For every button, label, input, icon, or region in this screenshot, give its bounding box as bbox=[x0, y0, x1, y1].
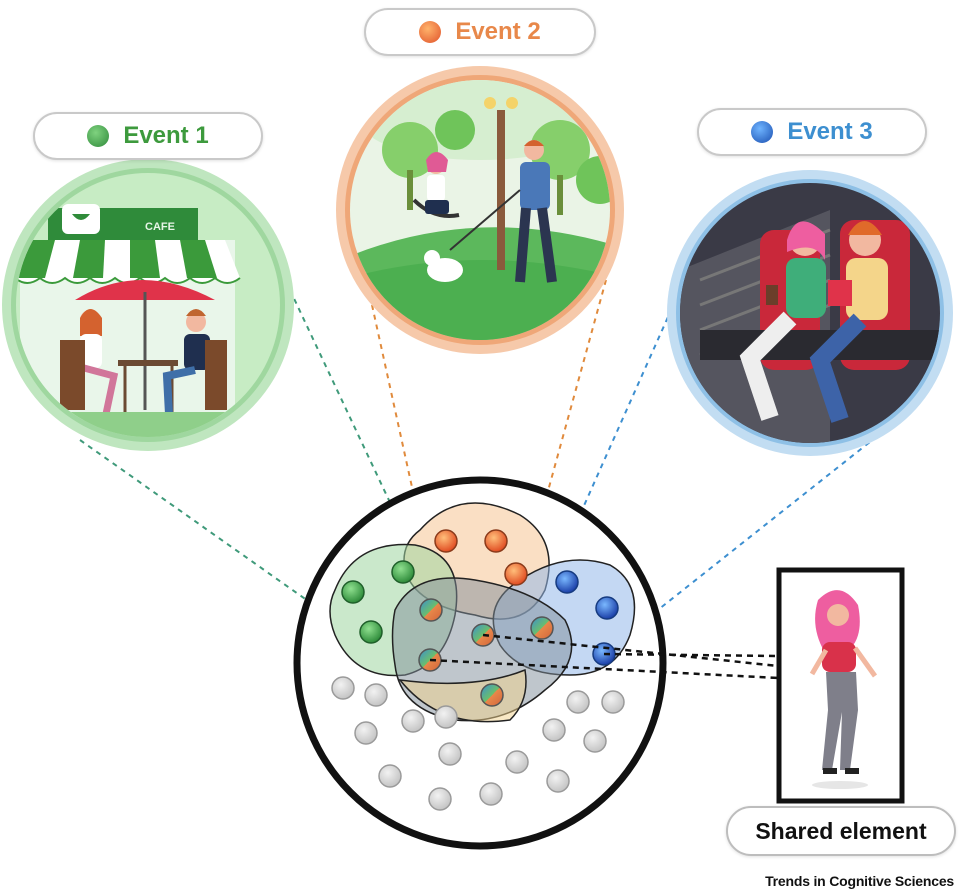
walking-woman-icon bbox=[809, 590, 878, 789]
event1-connector-left bbox=[79, 439, 336, 621]
event3-connector-right bbox=[619, 429, 886, 641]
shared-nodes bbox=[418, 598, 554, 707]
event1-label-pill: Event 1 bbox=[33, 112, 263, 160]
cafe-sign: CAFE bbox=[145, 221, 175, 233]
park-dog-walk-scene-icon bbox=[336, 66, 624, 354]
journal-credit: Trends in Cognitive Sciences bbox=[765, 873, 954, 889]
memory-network bbox=[293, 476, 779, 850]
shared-element-label-pill: Shared element bbox=[726, 806, 956, 856]
shared-element-card bbox=[776, 567, 905, 804]
event2-nodes bbox=[434, 529, 528, 586]
event3-label-pill: Event 3 bbox=[697, 108, 927, 156]
event2-label-pill: Event 2 bbox=[364, 8, 596, 56]
event1-dot-icon bbox=[87, 125, 110, 147]
shared-element-label: Shared element bbox=[755, 817, 927, 844]
event2-dot-icon bbox=[419, 21, 442, 43]
event3-label: Event 3 bbox=[787, 118, 873, 145]
event3-dot-icon bbox=[751, 121, 774, 143]
shared-element-links bbox=[429, 633, 779, 680]
event2-label: Event 2 bbox=[455, 18, 541, 45]
grey-nodes bbox=[331, 676, 625, 811]
event2-connector-right bbox=[539, 279, 607, 521]
cinema-scene-icon bbox=[667, 170, 953, 456]
event1-nodes bbox=[341, 560, 415, 644]
cafe-scene-icon: CAFE bbox=[2, 159, 294, 451]
event2-connector-left bbox=[371, 304, 429, 561]
event1-label: Event 1 bbox=[123, 122, 209, 149]
